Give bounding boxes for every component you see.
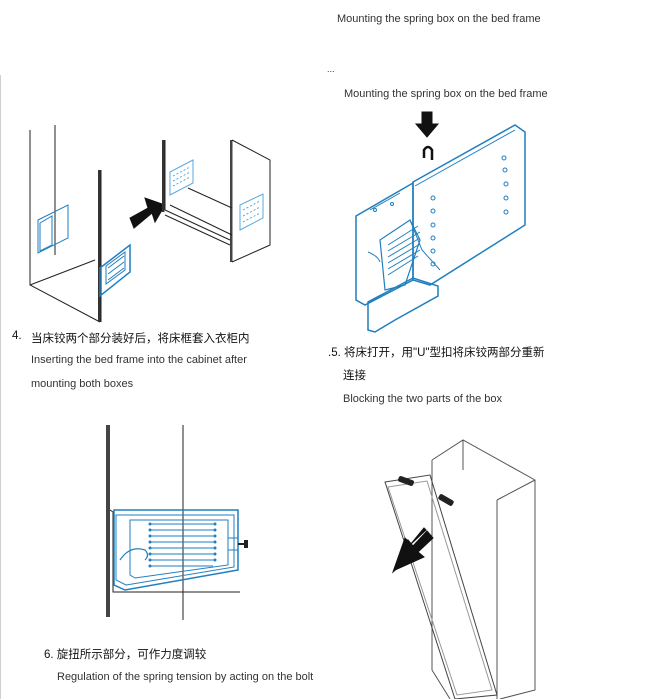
step5-title-line1: .5. 将床打开，用"U"型扣将床铰两部分重新 <box>328 347 545 359</box>
step4-title: 当床铰两个部分装好后，将床框套入衣柜内 <box>31 333 250 345</box>
step4-illustration <box>29 125 271 323</box>
panel-marker: ... <box>327 64 335 74</box>
step4-number: 4. <box>12 330 22 342</box>
step4-desc-line2: mounting both boxes <box>31 378 134 390</box>
step3-caption: Mounting the spring box on the bed frame <box>344 88 548 100</box>
page-left-edge <box>0 75 1 699</box>
step5-title-line2: 连接 <box>343 370 366 382</box>
step5-illustration <box>384 439 536 699</box>
step4-desc-line1: Inserting the bed frame into the cabinet… <box>31 354 247 366</box>
step5-desc: Blocking the two parts of the box <box>343 393 502 405</box>
step6-title: 6. 旋扭所示部分，可作力度调较 <box>44 649 207 661</box>
step6-desc: Regulation of the spring tension by acti… <box>57 671 314 683</box>
step6-illustration <box>106 425 248 620</box>
step3-illustration <box>355 111 526 333</box>
top-caption: Mounting the spring box on the bed frame <box>337 13 541 25</box>
